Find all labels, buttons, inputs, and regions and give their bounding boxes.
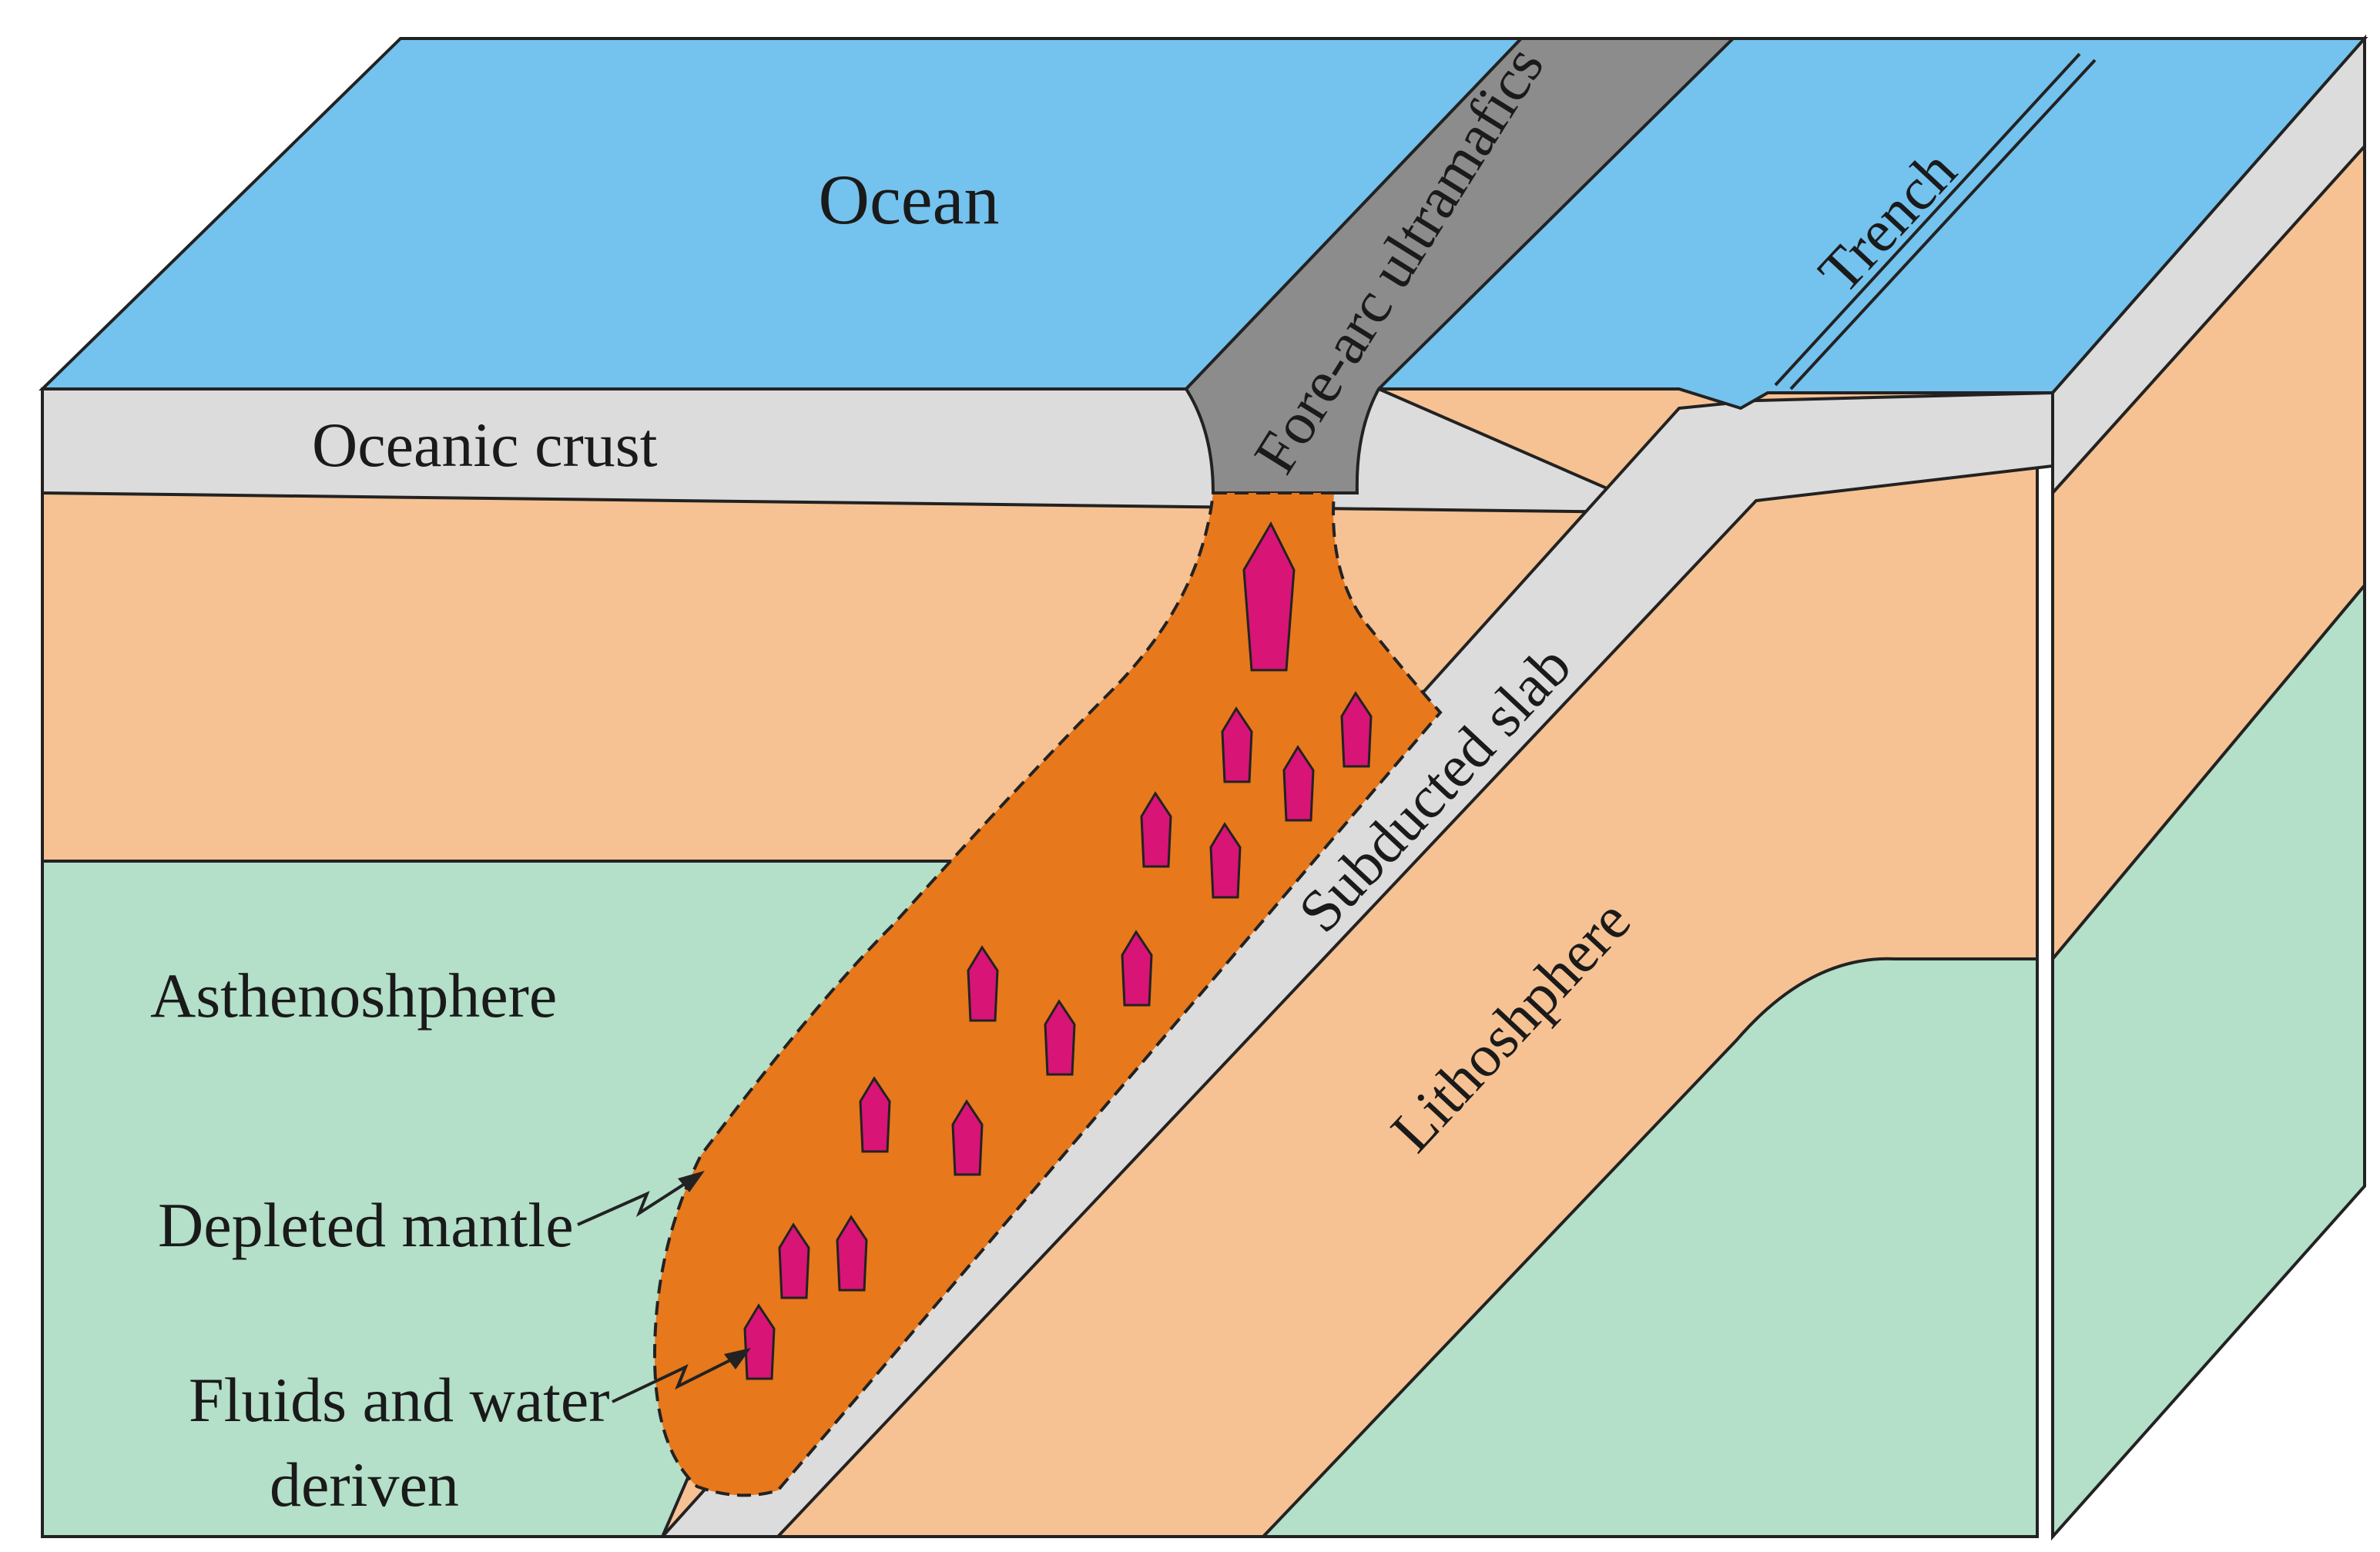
fluid-crystal xyxy=(743,1303,776,1380)
fore-arc-ultramafics xyxy=(1184,37,1737,494)
side-asthenosphere xyxy=(2051,581,2366,1541)
trench-line-1 xyxy=(1774,52,2081,387)
fluid-crystal xyxy=(1209,822,1242,899)
fluid-crystal xyxy=(1121,930,1153,1007)
fluids-leader xyxy=(612,1354,740,1403)
asthenosphere-right xyxy=(1259,957,2039,1538)
fluids-arrowhead xyxy=(724,1348,751,1369)
ocean-label: Ocean xyxy=(819,160,1000,239)
trench-line-2 xyxy=(1789,59,2097,391)
fluid-crystal xyxy=(1221,706,1253,783)
fluid-crystal xyxy=(859,1076,891,1153)
fluid-crystal xyxy=(1282,745,1315,822)
fluid-crystal xyxy=(1140,791,1172,868)
leader-lines xyxy=(577,1177,740,1403)
fluid-crystal xyxy=(1340,691,1373,768)
fluid-crystal xyxy=(1044,999,1076,1076)
fluid-crystals xyxy=(743,521,1373,1380)
depleted-mantle-leader xyxy=(577,1177,695,1226)
oceanic-crust-band xyxy=(41,387,1641,515)
fluid-crystal xyxy=(967,945,999,1022)
fluid-crystal xyxy=(778,1222,810,1299)
fluid-crystal xyxy=(1242,521,1296,672)
asthenosphere-label: Asthenoshphere xyxy=(150,960,557,1031)
fluids-label-line-1: Fluids and water xyxy=(189,1365,610,1435)
depleted-mantle-label: Depleted mantle xyxy=(158,1190,574,1260)
fluid-crystal xyxy=(951,1099,984,1176)
fluids-label-line-2: deriven xyxy=(270,1450,459,1520)
ocean-top-right xyxy=(1355,37,2368,411)
oceanic-crust-label: Oceanic crust xyxy=(312,410,658,480)
depleted-mantle-arrowhead xyxy=(678,1171,705,1192)
fluid-crystal xyxy=(836,1215,868,1292)
